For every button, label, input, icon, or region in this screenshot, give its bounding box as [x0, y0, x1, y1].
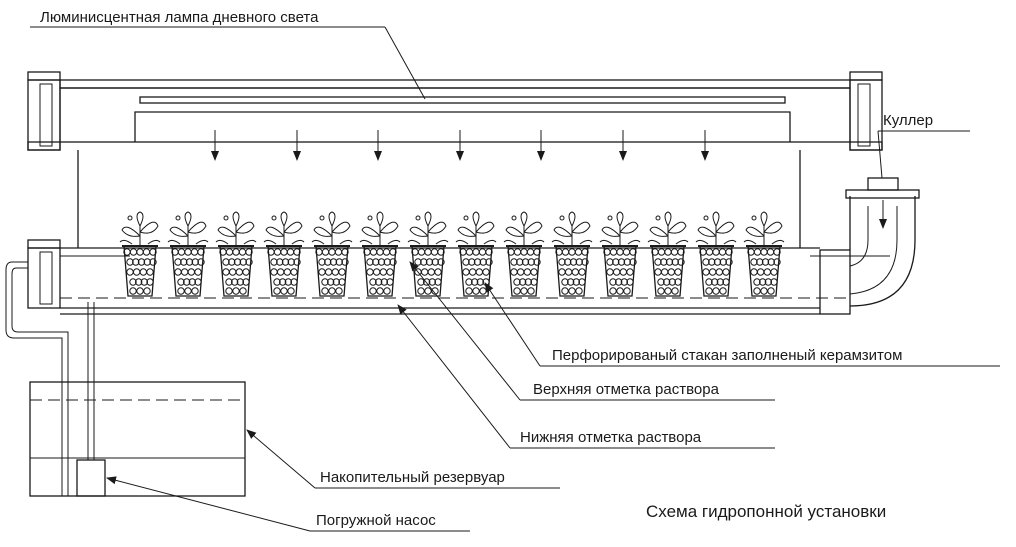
- plant: [695, 211, 737, 246]
- plant: [551, 211, 593, 246]
- plant: [311, 211, 353, 246]
- plant: [263, 211, 305, 246]
- plant: [167, 211, 209, 246]
- cup: [455, 211, 497, 297]
- plant: [215, 211, 257, 246]
- reservoir-label: Накопительный резервуар: [320, 469, 505, 486]
- cup: [551, 211, 593, 297]
- plant: [599, 211, 641, 246]
- lamp-label: Люминисцентная лампа дневного света: [40, 9, 319, 26]
- cup: [359, 211, 401, 297]
- plant: [647, 211, 689, 246]
- cup-label: Перфорированый стакан заполненый керамзи…: [552, 347, 902, 364]
- cup: [695, 211, 737, 297]
- leader-lines: [30, 26, 1000, 532]
- upper-level-label: Верхняя отметка раствора: [533, 381, 720, 398]
- cup: [119, 211, 161, 297]
- plant: [503, 211, 545, 246]
- cup: [215, 211, 257, 297]
- cup: [503, 211, 545, 297]
- cooler: [867, 177, 899, 229]
- reservoir: [29, 381, 246, 497]
- plant: [359, 211, 401, 246]
- cup: [647, 211, 689, 297]
- cup: [263, 211, 305, 297]
- cup: [311, 211, 353, 297]
- perforated-cups: [119, 211, 785, 297]
- lower-level-label: Нижняя отметка раствора: [520, 429, 702, 446]
- plant: [455, 211, 497, 246]
- cup: [743, 211, 785, 297]
- lamp-tube: [139, 96, 786, 104]
- return-pipe: [5, 261, 95, 496]
- pump: [76, 459, 106, 497]
- plant: [743, 211, 785, 246]
- plant: [407, 211, 449, 246]
- plant: [119, 211, 161, 246]
- growing-channel: [27, 189, 920, 315]
- cooler-label: Куллер: [883, 112, 933, 129]
- cup: [167, 211, 209, 297]
- cup: [407, 211, 449, 297]
- lamp-housing: [27, 71, 883, 151]
- pump-label: Погружной насос: [316, 512, 436, 529]
- cup: [599, 211, 641, 297]
- light-arrows: [211, 130, 709, 161]
- diagram-caption: Схема гидропонной установки: [646, 502, 886, 521]
- frame-walls: [77, 150, 801, 248]
